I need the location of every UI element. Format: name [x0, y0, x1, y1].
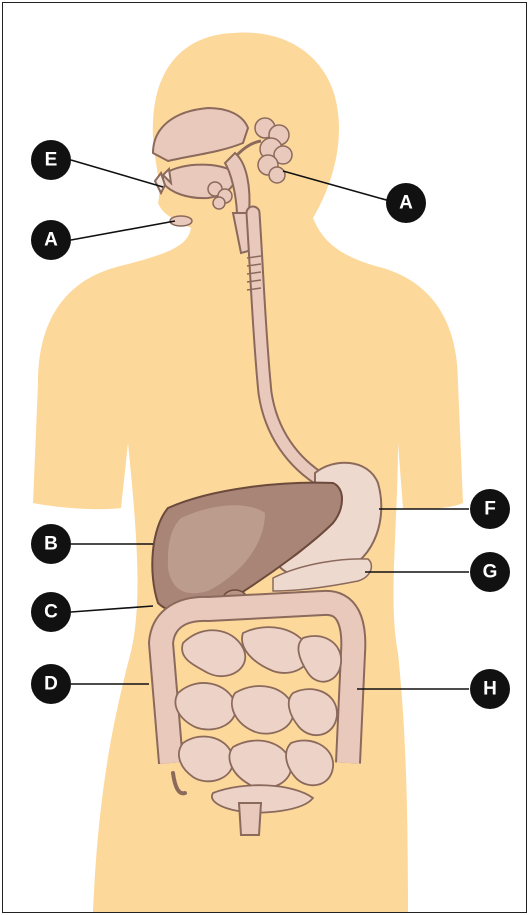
svg-text:H: H [483, 679, 497, 700]
digestive-system-diagram: E A A B C D F G H [3, 3, 526, 912]
label-badge-c: C [31, 592, 71, 632]
svg-text:B: B [44, 534, 58, 555]
svg-text:F: F [484, 499, 496, 520]
svg-text:C: C [44, 602, 58, 623]
svg-text:D: D [44, 674, 58, 695]
label-badge-g: G [470, 552, 510, 592]
label-badge-f: F [470, 489, 510, 529]
label-badge-b: B [31, 524, 71, 564]
rectum [239, 803, 261, 835]
leader-line-e [71, 160, 163, 187]
svg-text:A: A [44, 230, 58, 251]
label-badge-a-gland: A [386, 183, 426, 223]
label-badge-h: H [470, 669, 510, 709]
svg-text:A: A [399, 193, 413, 214]
svg-text:E: E [45, 150, 58, 171]
label-badge-e: E [31, 140, 71, 180]
leader-line-a-mouth [71, 221, 175, 240]
svg-text:G: G [483, 562, 498, 583]
label-badge-a-mouth: A [31, 220, 71, 260]
label-badge-d: D [31, 664, 71, 704]
